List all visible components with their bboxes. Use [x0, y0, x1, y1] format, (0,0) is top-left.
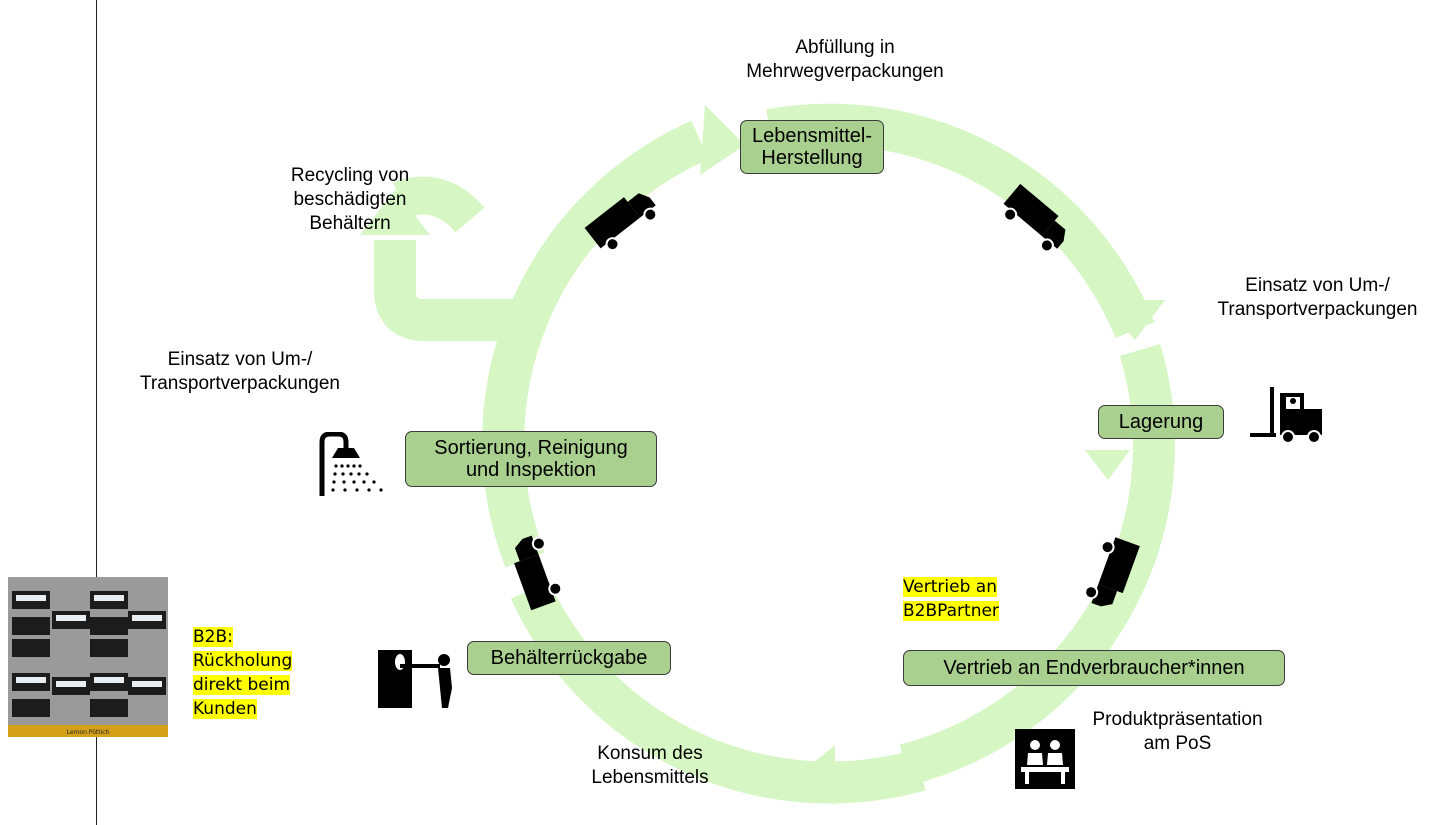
- note-b2b-partner-line2: B2BPartner: [903, 601, 999, 621]
- arrowhead-recycling-right: [520, 295, 548, 345]
- box-rueckgabe: Behälterrückgabe: [467, 641, 671, 675]
- note-rueckholung-line3: direkt beim: [193, 675, 291, 695]
- arrowhead-top: [700, 105, 745, 175]
- truck-icon: [514, 535, 563, 611]
- note-rueckholung-line2: Rückholung: [193, 651, 293, 671]
- counter-icon: [1015, 729, 1075, 789]
- return-machine-icon: [378, 650, 452, 708]
- box-endverbraucher: Vertrieb an Endverbraucher*innen: [903, 650, 1285, 686]
- label-recycling: Recycling von beschädigten Behältern: [290, 165, 410, 234]
- box-lagerung: Lagerung: [1098, 405, 1224, 439]
- box-herstellung: Lebensmittel- Herstellung: [740, 120, 884, 174]
- label-konsum: Konsum des Lebensmittels: [591, 743, 709, 788]
- label-einsatz-right: Einsatz von Um-/ Transportverpackungen: [1217, 275, 1418, 320]
- truck-icon: [584, 193, 658, 252]
- note-rueckholung-line4: Kunden: [193, 699, 257, 719]
- label-produktpraesentation: Produktpräsentation am PoS: [1092, 709, 1263, 754]
- arrowhead-recycling-up: [360, 190, 430, 235]
- arrowhead-lagerung: [1085, 450, 1130, 480]
- note-b2b-partner: Vertrieb an B2BPartner: [903, 575, 999, 623]
- recycling-branch: [374, 240, 520, 341]
- recycling-loop: [393, 176, 485, 233]
- label-abfuellung: Abfüllung in Mehrwegverpackungen: [746, 37, 944, 82]
- box-sortierung: Sortierung, Reinigung und Inspektion: [405, 431, 657, 487]
- label-einsatz-left: Einsatz von Um-/ Transportverpackungen: [140, 349, 340, 394]
- forklift-icon: [1250, 387, 1322, 444]
- page-margin-line: [96, 0, 97, 825]
- note-b2b-rueckholung: B2B: Rückholung direkt beim Kunden: [193, 625, 293, 721]
- note-rueckholung-line1: B2B:: [193, 627, 233, 647]
- crate-stack-image: Lemon Pöttich: [8, 577, 168, 737]
- note-b2b-partner-line1: Vertrieb an: [903, 577, 997, 597]
- arrowhead-bottom: [795, 745, 835, 805]
- arrowhead-right: [1100, 300, 1165, 340]
- truck-icon: [1084, 537, 1140, 607]
- shower-icon: [319, 432, 383, 496]
- crate-stack-svg: Lemon Pöttich: [8, 577, 168, 737]
- crate-image-caption: Lemon Pöttich: [67, 729, 110, 736]
- truck-icon: [1003, 183, 1066, 253]
